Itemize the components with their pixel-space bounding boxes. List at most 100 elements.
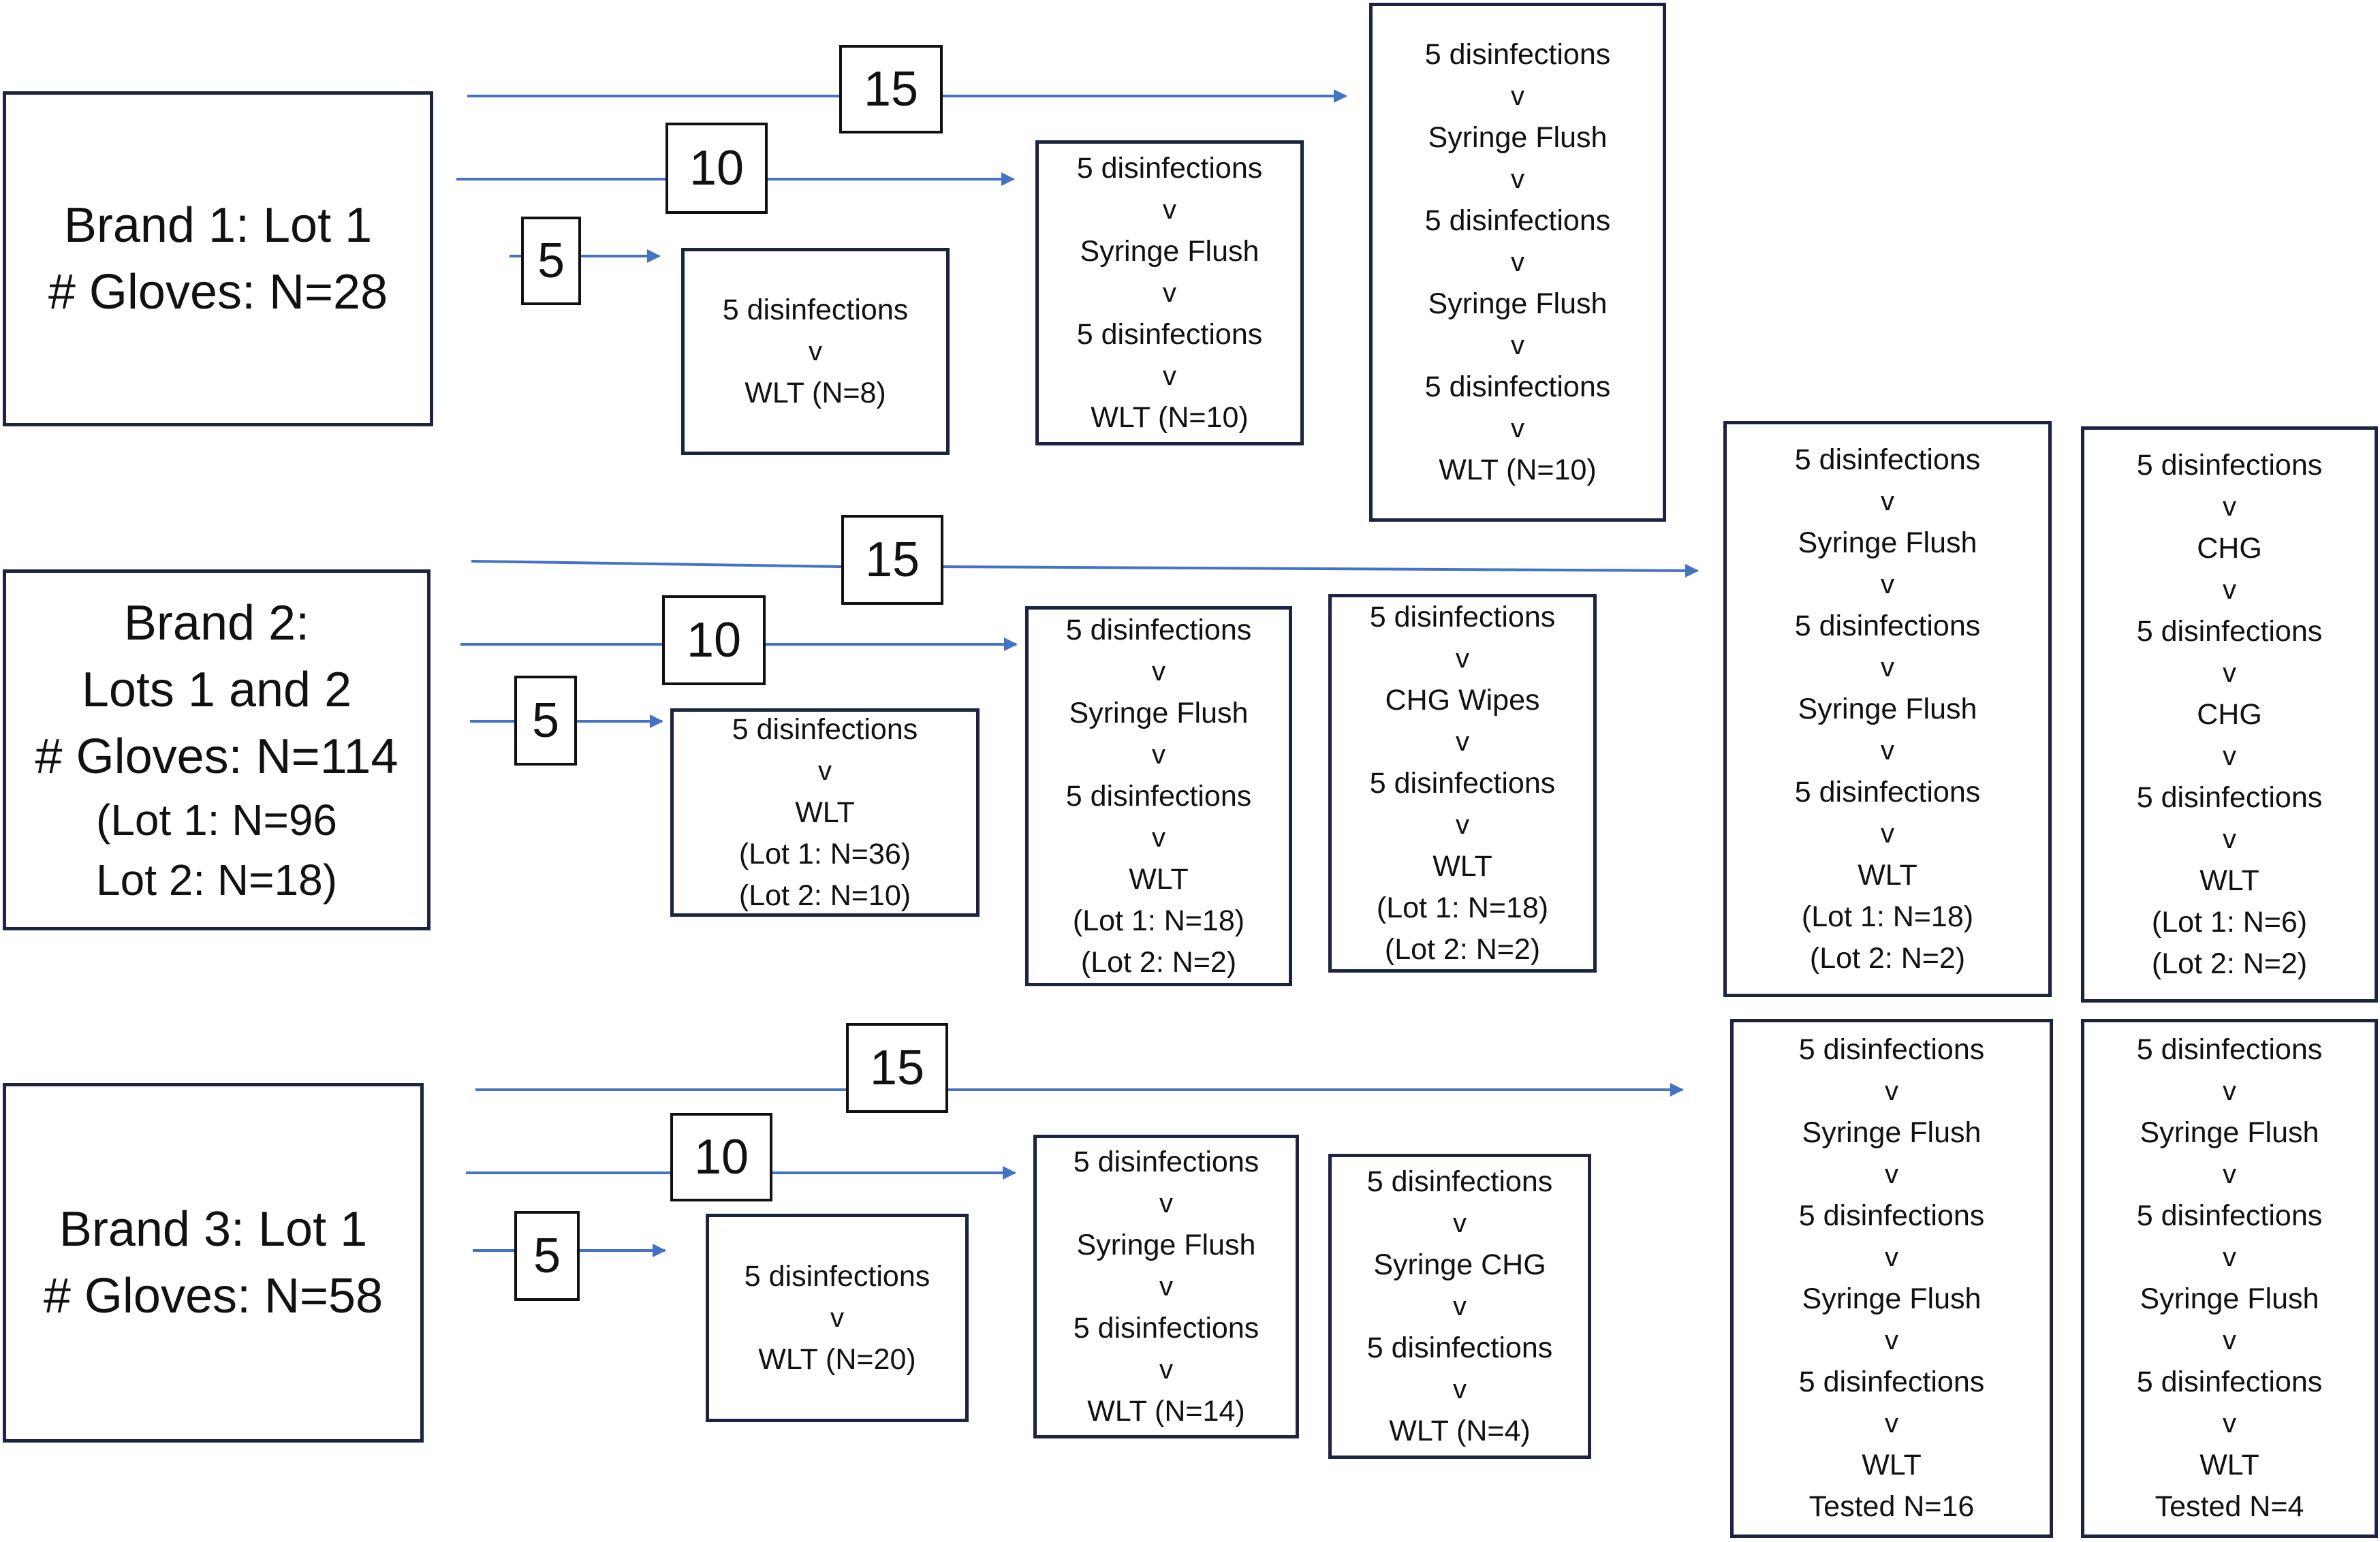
disinfection-count-box: 15 xyxy=(846,1023,948,1113)
step-arrow: v xyxy=(2223,1242,2236,1272)
flow-connector-line xyxy=(471,560,842,568)
protocol-step: Syringe Flush xyxy=(1076,1228,1256,1261)
step-arrow: v xyxy=(1885,1076,1898,1106)
brand-box-line: # Gloves: N=58 xyxy=(43,1269,383,1323)
protocol-step: Tested N=4 xyxy=(2155,1490,2304,1523)
step-arrow: v xyxy=(1511,163,1524,194)
step-arrow: v xyxy=(1163,277,1176,308)
step-arrow: v xyxy=(1511,413,1524,443)
step-arrow: v xyxy=(2223,657,2236,688)
protocol-step: WLT xyxy=(795,796,855,829)
protocol-step: 5 disinfections xyxy=(1424,370,1611,403)
protocol-step: WLT xyxy=(1129,862,1189,896)
protocol-step: 5 disinfections xyxy=(2136,1033,2323,1066)
step-arrow: v xyxy=(1163,360,1176,391)
protocol-step: 5 disinfections xyxy=(2136,448,2323,482)
step-arrow: v xyxy=(2223,1159,2236,1189)
protocol-step: 5 disinfections xyxy=(1369,766,1556,800)
protocol-step: (Lot 2: N=2) xyxy=(2151,947,2308,980)
protocol-step: WLT xyxy=(1858,858,1917,892)
protocol-step: WLT (N=14) xyxy=(1087,1394,1245,1428)
protocol-step: 5 disinfections xyxy=(1065,613,1252,646)
protocol-step: Syringe Flush xyxy=(1798,526,1977,559)
brand-box: Brand 1: Lot 1# Gloves: N=28 xyxy=(3,91,433,426)
protocol-step: WLT xyxy=(2199,1449,2259,1481)
protocol-step: 5 disinfections xyxy=(744,1259,930,1293)
step-arrow: v xyxy=(1453,1374,1467,1404)
protocol-step: (Lot 1: N=18) xyxy=(1376,891,1549,924)
protocol-step: Syringe CHG xyxy=(1373,1248,1546,1281)
protocol-step: (Lot 2: N=2) xyxy=(1809,941,1966,975)
step-arrow: v xyxy=(1885,1409,1898,1438)
protocol-step: 5 disinfections xyxy=(1424,204,1611,237)
protocol-step: (Lot 1: N=18) xyxy=(1072,904,1245,937)
step-arrow: v xyxy=(1152,656,1165,687)
protocol-step: 5 disinfections xyxy=(1794,443,1981,476)
step-arrow: v xyxy=(1456,643,1469,674)
protocol-step: 5 disinfections xyxy=(2136,1199,2323,1232)
protocol-step: WLT (N=20) xyxy=(758,1342,916,1376)
protocol-step: 5 disinfections xyxy=(1794,609,1981,642)
step-arrow: v xyxy=(2223,491,2236,522)
protocol-step: 5 disinfections xyxy=(2136,1366,2323,1398)
disinfection-count-box: 5 xyxy=(521,217,581,305)
protocol-step: CHG xyxy=(2197,531,2262,565)
brand-box: Brand 2:Lots 1 and 2# Gloves: N=114(Lot … xyxy=(3,569,430,930)
brand-box-line: Lots 1 and 2 xyxy=(81,663,352,717)
step-arrow: v xyxy=(818,755,832,786)
step-arrow: v xyxy=(2223,823,2236,854)
brand-box-line: Brand 3: Lot 1 xyxy=(59,1202,368,1257)
protocol-step: WLT (N=10) xyxy=(1091,400,1249,434)
step-arrow: v xyxy=(1881,652,1894,682)
protocol-step: WLT xyxy=(1432,849,1492,883)
protocol-step: Syringe Flush xyxy=(1798,692,1977,725)
step-arrow: v xyxy=(2223,1076,2236,1106)
protocol-step: 5 disinfections xyxy=(2136,781,2323,814)
protocol-step: 5 disinfections xyxy=(1798,1033,1985,1066)
protocol-step: 5 disinfections xyxy=(1073,1311,1259,1344)
protocol-step: WLT (N=10) xyxy=(1439,453,1597,486)
protocol-step: 5 disinfections xyxy=(722,293,909,326)
protocol-step: 5 disinfections xyxy=(1366,1165,1553,1198)
protocol-step: WLT xyxy=(2199,864,2259,897)
disinfection-count-box: 5 xyxy=(514,1211,580,1301)
protocol-step: (Lot 2: N=2) xyxy=(1080,945,1237,979)
protocol-step: Syringe Flush xyxy=(1428,287,1608,320)
step-arrow: v xyxy=(1881,569,1894,599)
step-arrow: v xyxy=(1152,822,1165,853)
disinfection-count-box: 5 xyxy=(514,676,577,766)
step-arrow: v xyxy=(2223,740,2236,771)
step-arrow: v xyxy=(1881,818,1894,849)
protocol-step: 5 disinfections xyxy=(1073,1145,1259,1178)
step-arrow: v xyxy=(1881,486,1894,516)
brand-box-line: # Gloves: N=114 xyxy=(35,729,398,784)
step-arrow: v xyxy=(1159,1271,1173,1302)
protocol-step: 5 disinfections xyxy=(1798,1199,1985,1232)
disinfection-count-box: 15 xyxy=(839,45,943,133)
protocol-step: 5 disinfections xyxy=(2136,614,2323,648)
protocol-step: 5 disinfections xyxy=(732,712,918,746)
step-arrow: v xyxy=(2223,1409,2236,1438)
protocol-step: Syringe Flush xyxy=(1802,1116,1982,1149)
protocol-step: CHG xyxy=(2197,697,2262,731)
protocol-step: 5 disinfections xyxy=(1369,600,1556,633)
protocol-step: WLT (N=4) xyxy=(1389,1414,1531,1447)
step-arrow: v xyxy=(1511,330,1524,360)
step-arrow: v xyxy=(1453,1291,1467,1321)
protocol-step: (Lot 2: N=10) xyxy=(738,879,911,912)
protocol-step: WLT (N=8) xyxy=(745,376,886,409)
brand-box-line: Brand 2: xyxy=(123,596,310,650)
step-arrow: v xyxy=(1511,247,1524,277)
protocol-step: 5 disinfections xyxy=(1076,317,1263,351)
protocol-step: CHG Wipes xyxy=(1385,683,1540,717)
disinfection-count-box: 10 xyxy=(670,1113,772,1201)
step-arrow: v xyxy=(1453,1208,1467,1238)
